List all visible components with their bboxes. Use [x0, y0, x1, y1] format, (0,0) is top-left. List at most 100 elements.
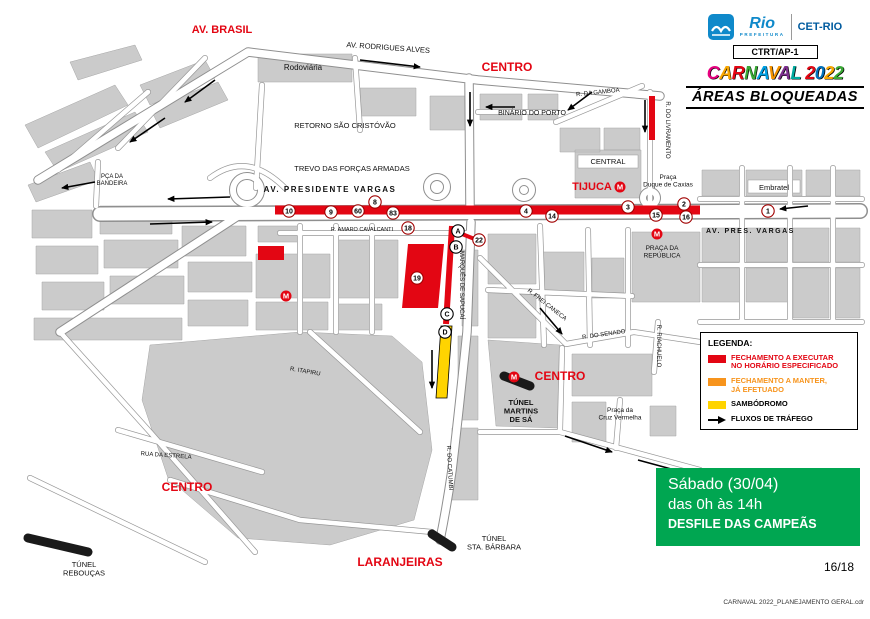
- map-badge-A: A: [451, 224, 465, 238]
- map-label-central: CENTRAL: [590, 157, 625, 166]
- map-label-r-do-livramento: R. DO LIVRAMENTO: [664, 101, 670, 159]
- map-badge-D: D: [438, 325, 452, 339]
- sambodromo-strip: [435, 325, 453, 399]
- footer-filename: CARNAVAL 2022_PLANEJAMENTO GERAL.cdr: [723, 599, 864, 606]
- map-badge-2: 2: [677, 197, 691, 211]
- prefeitura-label: PREFEITURA: [739, 32, 785, 38]
- map-label-retorno-sao-cristovao: RETORNO SÃO CRISTÓVÃO: [294, 121, 396, 130]
- page-title: ÁREAS BLOQUEADAS: [686, 86, 864, 109]
- schedule-date: Sábado (30/04): [668, 476, 779, 493]
- map-badge-14: 14: [545, 209, 559, 223]
- svg-text:2: 2: [682, 202, 686, 209]
- carnaval-letter: 2: [805, 63, 815, 83]
- map-label-laranjeiras: LARANJEIRAS: [357, 555, 442, 569]
- svg-text:83: 83: [389, 211, 397, 218]
- metro-icons: M M M M: [280, 181, 663, 383]
- svg-text:3: 3: [626, 205, 630, 212]
- map-label-trevo-forcas-armadas: TREVO DAS FORÇAS ARMADAS: [294, 164, 409, 173]
- metro-icon: M: [614, 181, 626, 193]
- map-label-centro-leste: CENTRO: [535, 369, 586, 383]
- map-label-r-da-gamboa: R. DA GAMBOA: [576, 88, 620, 99]
- map-badge-83: 83: [386, 206, 400, 220]
- svg-text:1: 1: [766, 209, 770, 216]
- legend-item-traffic-flow: FLUXOS DE TRÁFEGO: [708, 415, 850, 425]
- svg-text:16: 16: [682, 215, 690, 222]
- map-badge-9: 9: [324, 205, 338, 219]
- brand-divider: [790, 14, 792, 40]
- map-label-av-pres-vargas-leste: AV. PRES. VARGAS: [706, 228, 795, 235]
- map-label-rodoviaria: Rodoviária: [284, 63, 323, 72]
- schedule-box: Sábado (30/04) das 0h às 14h DESFILE DAS…: [656, 468, 860, 546]
- map-label-av-brasil: AV. BRASIL: [192, 24, 253, 36]
- carnaval-letter: V: [767, 63, 779, 83]
- map-label-r-itapiru: R. ITAPIRU: [289, 366, 320, 377]
- map-label-r-riachuelo: R. RIACHUELO: [655, 325, 661, 368]
- map-label-tijuca: TIJUCA: [572, 181, 612, 193]
- carnaval-letter: C: [706, 63, 720, 83]
- map-badge-18: 18: [401, 221, 415, 235]
- map-label-centro-norte: CENTRO: [482, 60, 533, 74]
- rio-prefeitura-logo-icon: [707, 14, 734, 40]
- map-label-marques-de-sapucai: MARQUÊS DE SAPUCAÍ: [458, 251, 466, 320]
- map-label-binario-do-porto: BINÁRIO DO PORTO: [498, 108, 566, 117]
- flow-arrow-icon: [708, 416, 726, 425]
- svg-text:19: 19: [413, 276, 421, 283]
- tunel-reboucas-shape: [23, 533, 93, 557]
- map-badge-15: 15: [649, 208, 663, 222]
- carnaval-letter: 2: [824, 63, 834, 83]
- rio-wordmark: Rio PREFEITURA: [740, 16, 785, 38]
- svg-text:M: M: [654, 230, 660, 239]
- map-badge-4: 4: [519, 204, 533, 218]
- svg-text:D: D: [442, 330, 447, 337]
- svg-text:M: M: [617, 183, 623, 192]
- legend-title: LEGENDA:: [708, 338, 753, 348]
- carnaval-letter: 0: [814, 63, 825, 83]
- carnaval-letter: A: [778, 63, 791, 83]
- doc-code-box: CTRT/AP-1: [732, 45, 818, 59]
- map-badge-B: B: [449, 240, 463, 254]
- svg-text:60: 60: [354, 209, 362, 216]
- central-station-plate: [577, 154, 639, 169]
- carnaval-letter: A: [756, 63, 769, 83]
- map-label-rua-da-estrela: RUA DA ESTRELA: [140, 451, 191, 461]
- metro-icon: M: [280, 290, 292, 302]
- svg-text:15: 15: [652, 213, 660, 220]
- tunel-sta-barbara-shape: [427, 529, 457, 552]
- carnaval-2022-logo: CARNAVAL 2022: [686, 63, 864, 84]
- map-label-centro-sul: CENTRO: [162, 480, 213, 494]
- metro-icon: M: [651, 228, 663, 240]
- carnaval-letter: N: [744, 63, 757, 83]
- map-label-embratel: Embratel: [759, 183, 789, 192]
- carnaval-letter: A: [719, 63, 732, 83]
- legend-item-closure-maintained: FECHAMENTO A MANTER, JÁ EFETUADO: [708, 376, 850, 394]
- svg-text:M: M: [511, 373, 517, 382]
- map-badge-60: 60: [351, 204, 365, 218]
- legend: LEGENDA: FECHAMENTO A EXECUTAR NO HORÁRI…: [700, 332, 858, 431]
- map-badge-3: 3: [621, 200, 635, 214]
- yellow-swatch: [708, 401, 726, 410]
- header-branding: Rio PREFEITURA CET-RIO CTRT/AP-1 CARNAVA…: [686, 14, 864, 109]
- svg-text:9: 9: [329, 210, 333, 217]
- map-label-r-do-catumbi: R. DO CATUMBI: [445, 445, 453, 490]
- svg-text:8: 8: [373, 200, 377, 207]
- map-badge-1: 1: [761, 204, 775, 218]
- brand-row: Rio PREFEITURA CET-RIO: [686, 14, 864, 40]
- svg-text:M: M: [283, 292, 289, 301]
- map-badge-10: 10: [282, 204, 296, 218]
- svg-text:C: C: [444, 312, 449, 319]
- cetrio-label: CET-RIO: [797, 21, 843, 33]
- svg-text:A: A: [455, 229, 460, 236]
- schedule-event: DESFILE DAS CAMPEÃS: [668, 517, 817, 531]
- legend-item-closure-execute: FECHAMENTO A EXECUTAR NO HORÁRIO ESPECIF…: [708, 353, 850, 371]
- map-badge-C: C: [440, 307, 454, 321]
- metro-icon: M: [508, 371, 520, 383]
- map-badge-19: 19: [410, 271, 424, 285]
- carnaval-letter: L: [790, 63, 802, 83]
